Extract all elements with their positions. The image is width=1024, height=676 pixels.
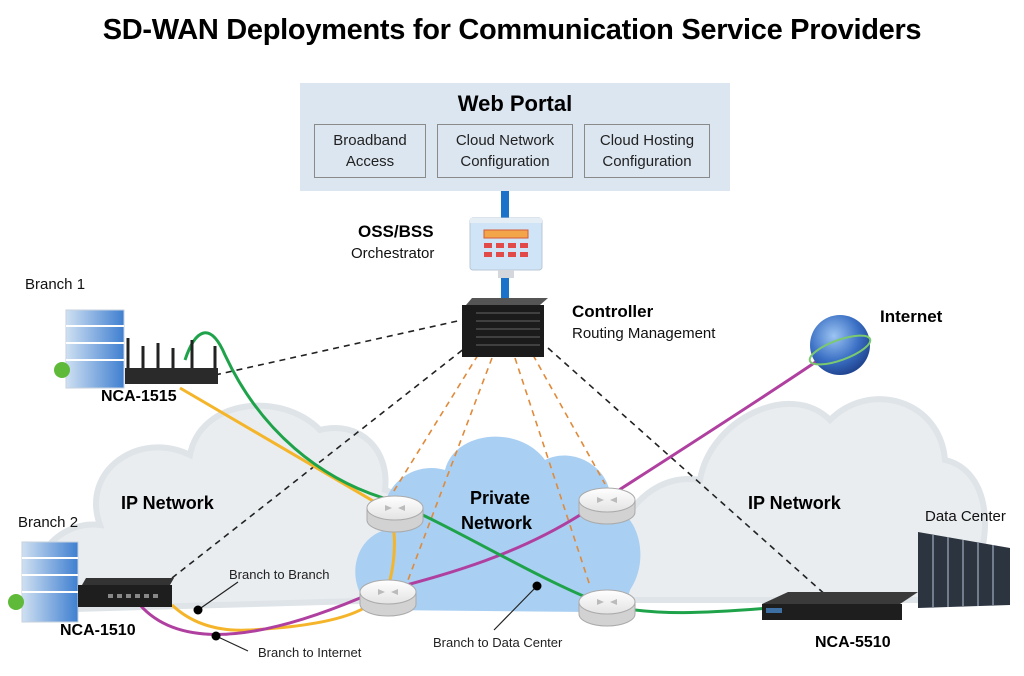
ip-network-left-label: IP Network xyxy=(121,493,214,513)
callout-dot-branch-to-branch xyxy=(193,605,203,615)
orchestrator-subtitle: Orchestrator xyxy=(351,245,435,262)
nca-1515-device-icon xyxy=(125,338,218,384)
nca-1510-device-icon xyxy=(78,578,174,607)
router-icon xyxy=(578,589,636,627)
private-network-label-line2: Network xyxy=(461,513,533,533)
branch2-label: Branch 2 xyxy=(18,514,79,531)
portal-box-line: Configuration xyxy=(602,153,692,170)
controller-chassis-icon xyxy=(462,298,548,357)
branch-to-branch-path xyxy=(170,386,396,632)
control-links xyxy=(171,319,829,598)
private-network-label-line1: Private xyxy=(470,488,531,508)
branch1-device-label: NCA-1515 xyxy=(101,388,177,405)
controller-title: Controller xyxy=(572,302,654,321)
callout-dot-branch-to-dc xyxy=(532,581,542,591)
branch2-device-label: NCA-1510 xyxy=(60,622,136,639)
branch1-building-icon xyxy=(54,309,125,389)
callout-pointers xyxy=(197,581,538,652)
internet-label: Internet xyxy=(880,307,943,326)
branch2-building-icon xyxy=(8,541,79,623)
nca-5510-device-icon xyxy=(762,592,918,620)
router-icon xyxy=(366,495,424,533)
data-center-racks-icon xyxy=(918,532,1010,608)
private-network-cloud xyxy=(355,436,641,612)
private-control-links xyxy=(391,354,606,587)
orchestrator-monitor-icon xyxy=(469,217,543,278)
portal-box-line: Cloud Hosting xyxy=(599,132,695,149)
portal-box-line: Configuration xyxy=(460,153,550,170)
branch1-label: Branch 1 xyxy=(25,276,86,293)
callout-branch-to-data-center: Branch to Data Center xyxy=(433,635,563,650)
portal-box-line: Cloud Network xyxy=(455,132,555,149)
controller-subtitle: Routing Management xyxy=(572,325,716,342)
portal-box-line: Broadband xyxy=(333,132,407,149)
web-portal-title: Web Portal xyxy=(457,91,573,116)
ip-network-cloud-right xyxy=(605,396,989,603)
diagram-title: SD-WAN Deployments for Communication Ser… xyxy=(102,14,922,46)
callout-branch-to-branch: Branch to Branch xyxy=(229,567,330,582)
router-icon xyxy=(578,487,636,525)
branch-to-internet-path xyxy=(138,353,827,636)
orchestrator-title: OSS/BSS xyxy=(358,222,434,241)
router-icon xyxy=(359,579,417,617)
data-center-device-label: NCA-5510 xyxy=(815,634,891,651)
internet-globe-icon xyxy=(808,315,872,375)
data-center-label: Data Center xyxy=(925,508,1006,525)
callout-dot-branch-to-internet xyxy=(211,631,221,641)
portal-box-line: Access xyxy=(345,153,395,170)
callout-branch-to-internet: Branch to Internet xyxy=(258,645,362,660)
ip-network-right-label: IP Network xyxy=(748,493,841,513)
